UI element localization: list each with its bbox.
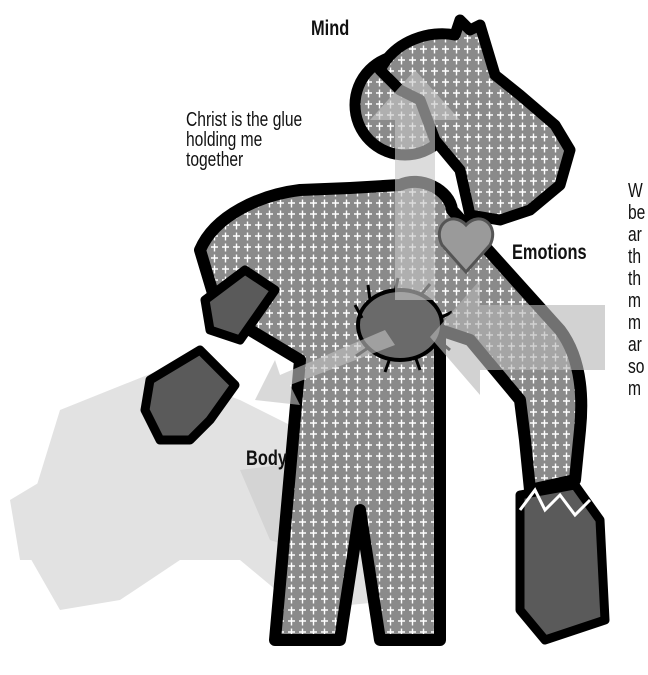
side-text-line: ar [628, 224, 648, 246]
label-body: Body [246, 447, 287, 471]
side-text-line: so [628, 356, 648, 378]
label-mind: Mind [311, 17, 349, 41]
side-text-line: m [628, 378, 648, 400]
side-text-line: m [628, 312, 648, 334]
side-text-line: W [628, 180, 648, 202]
side-text-cropped: W be ar th th m m ar so m [628, 180, 648, 400]
label-christ-glue: Christ is the glue holding me together [186, 110, 302, 170]
side-text-line: th [628, 268, 648, 290]
label-emotions: Emotions [512, 241, 587, 265]
side-text-line: m [628, 290, 648, 312]
side-text-line: ar [628, 334, 648, 356]
side-text-line: th [628, 246, 648, 268]
side-text-line: be [628, 202, 648, 224]
